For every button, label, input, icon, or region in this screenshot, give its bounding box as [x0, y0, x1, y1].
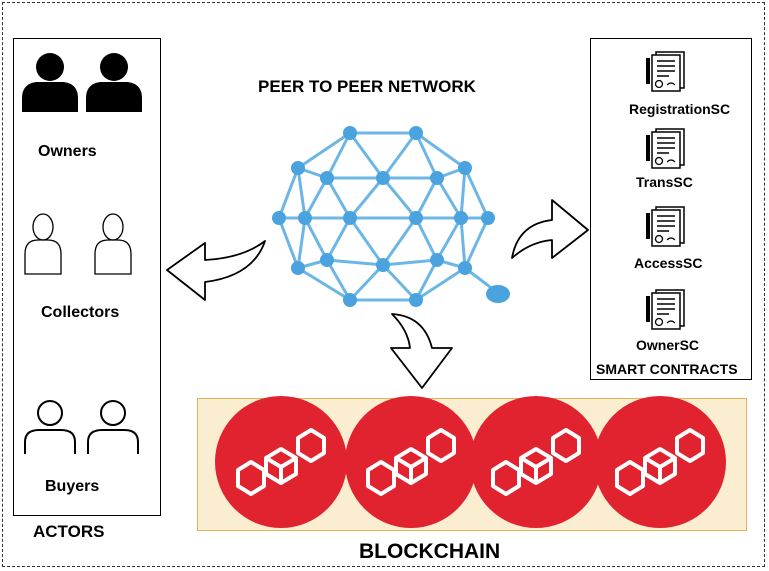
- smart-contracts-panel: [590, 38, 752, 380]
- access-sc-label: AccessSC: [634, 255, 703, 271]
- trans-sc-label: TransSC: [636, 174, 693, 190]
- network-title: PEER TO PEER NETWORK: [258, 77, 476, 96]
- collectors-icon: [24, 213, 132, 275]
- block-1: [215, 396, 347, 528]
- block-4: [594, 396, 726, 528]
- collectors-label: Collectors: [41, 304, 120, 321]
- buyers-icon: [24, 400, 139, 454]
- buyers-label: Buyers: [45, 478, 100, 495]
- smart-contracts-title: SMART CONTRACTS: [596, 361, 738, 377]
- arrow-to-blockchain-icon: [390, 313, 453, 389]
- owners-label: Owners: [38, 143, 97, 160]
- actors-panel: [13, 38, 161, 516]
- registration-sc-label: RegistrationSC: [629, 101, 731, 117]
- arrow-to-smart-contracts-icon: [511, 199, 589, 259]
- actors-title: ACTORS: [33, 522, 105, 541]
- network-mesh-icon: [272, 126, 510, 307]
- owner-contract-icon: [646, 289, 685, 330]
- trans-contract-icon: [646, 128, 685, 169]
- arrow-to-actors-icon: [166, 240, 266, 301]
- owner-sc-label: OwnerSC: [636, 337, 700, 353]
- block-3: [470, 396, 602, 528]
- block-2: [345, 396, 477, 528]
- access-contract-icon: [646, 206, 685, 247]
- blockchain-blocks: [215, 396, 726, 528]
- registration-contract-icon: [646, 51, 685, 92]
- blockchain-title: BLOCKCHAIN: [359, 540, 501, 563]
- owners-icon: [22, 53, 142, 112]
